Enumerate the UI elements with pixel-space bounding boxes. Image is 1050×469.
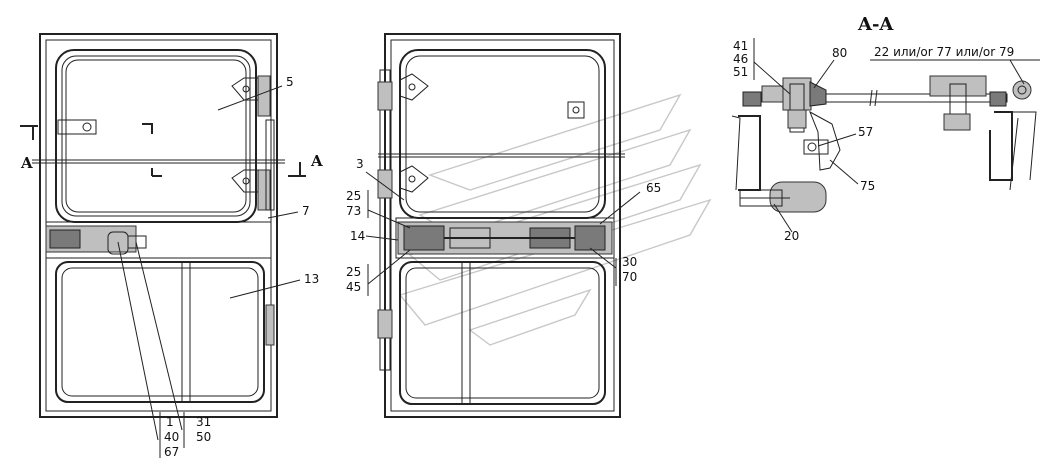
callout-3: 3 bbox=[356, 157, 364, 171]
watermark-logo bbox=[398, 93, 712, 346]
callout-80: 80 bbox=[832, 46, 847, 60]
callout-14: 14 bbox=[350, 229, 365, 243]
callout-7: 7 bbox=[302, 204, 310, 218]
callout-20: 20 bbox=[784, 229, 799, 243]
callout-22-77-79: 22 или/or 77 или/or 79 bbox=[874, 45, 1014, 59]
callout-13: 13 bbox=[304, 272, 319, 286]
leader-lines bbox=[117, 38, 1040, 458]
callout-40: 40 bbox=[164, 430, 179, 444]
callout-5: 5 bbox=[286, 75, 294, 89]
callout-31: 31 bbox=[196, 415, 211, 429]
section-mark-right: A bbox=[310, 152, 323, 170]
callout-46: 46 bbox=[733, 52, 748, 66]
callout-51: 51 bbox=[733, 65, 748, 79]
callout-41: 41 bbox=[733, 39, 748, 53]
callout-45: 45 bbox=[346, 280, 361, 294]
callout-73: 73 bbox=[346, 204, 361, 218]
callout-30: 30 bbox=[622, 255, 637, 269]
section-mark-left: A bbox=[20, 154, 33, 172]
callout-65: 65 bbox=[646, 181, 661, 195]
callout-67: 67 bbox=[164, 445, 179, 459]
callout-1: 1 bbox=[166, 415, 174, 429]
section-a-a-view bbox=[731, 75, 1037, 213]
callout-50: 50 bbox=[196, 430, 211, 444]
callout-70: 70 bbox=[622, 270, 637, 284]
section-title: A-A bbox=[857, 14, 894, 35]
callout-25-lower: 25 bbox=[346, 265, 361, 279]
callout-75: 75 bbox=[860, 179, 875, 193]
door-back-view bbox=[377, 33, 625, 418]
callout-57: 57 bbox=[858, 125, 873, 139]
door-front-view bbox=[20, 33, 306, 418]
callout-25-upper: 25 bbox=[346, 189, 361, 203]
